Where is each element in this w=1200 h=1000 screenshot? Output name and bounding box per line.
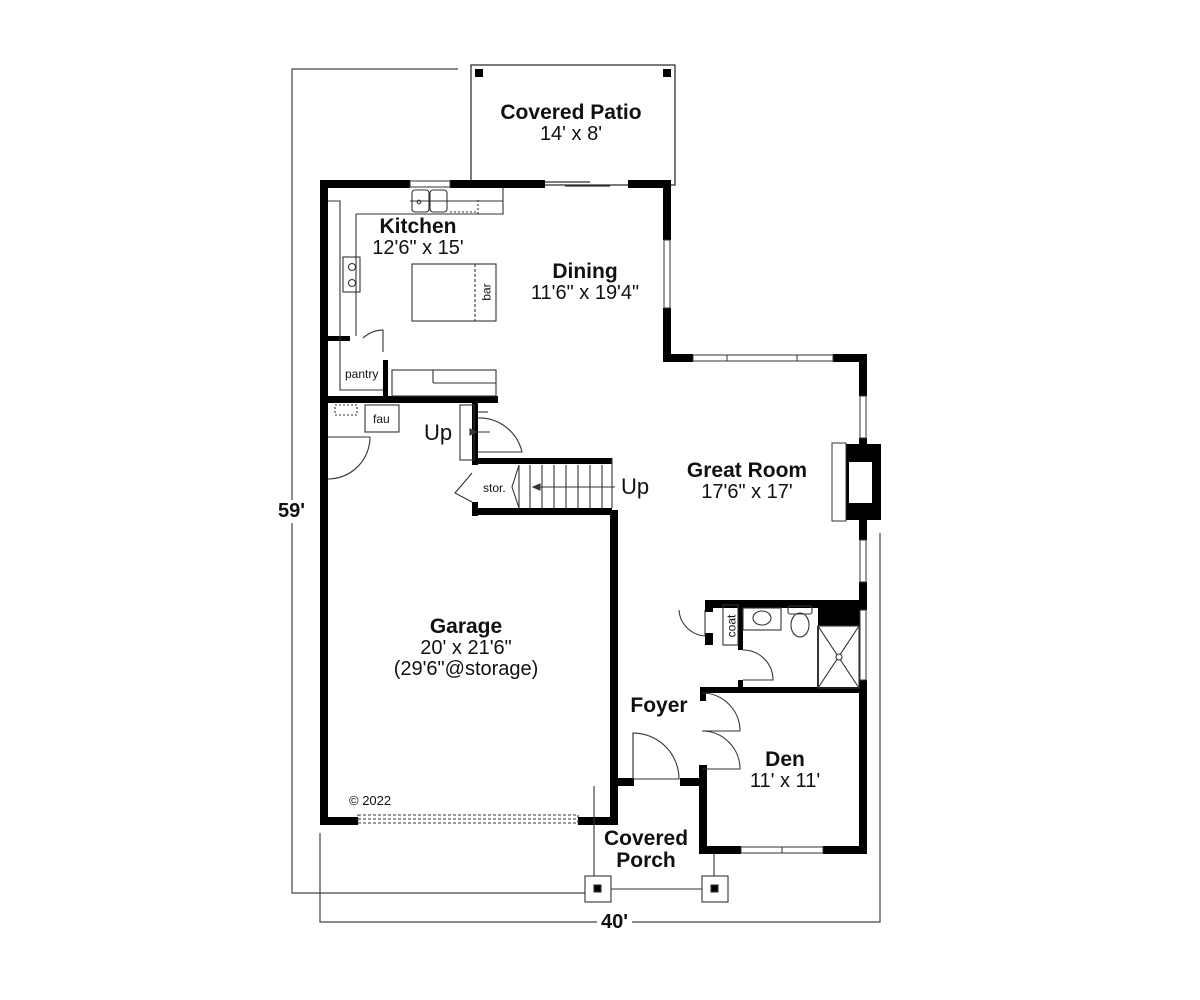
interior-walls bbox=[320, 336, 867, 701]
kitchen-counters bbox=[328, 188, 504, 397]
storage-label: stor. bbox=[483, 481, 506, 495]
foyer-label: Foyer bbox=[630, 694, 688, 717]
staircase bbox=[454, 404, 615, 509]
fau-label: fau bbox=[373, 412, 390, 426]
covered-porch-label: Covered Porch bbox=[603, 827, 689, 873]
room-dims: 14' x 8' bbox=[539, 123, 603, 146]
stair-up-label-1: Up bbox=[424, 420, 453, 445]
windows bbox=[409, 180, 867, 854]
room-note: (29'6"@storage) bbox=[393, 658, 539, 681]
room-name: Covered Patio bbox=[500, 101, 642, 124]
covered-patio-outline bbox=[470, 64, 676, 186]
room-name: Foyer bbox=[630, 694, 688, 717]
den-label: Den 11' x 11' bbox=[749, 748, 821, 793]
fireplace bbox=[831, 442, 872, 522]
room-dims: 20' x 21'6" bbox=[420, 637, 512, 660]
overall-depth-dimension: 59' bbox=[274, 500, 310, 523]
room-name: Covered bbox=[603, 827, 689, 850]
room-name: Garage bbox=[429, 615, 503, 638]
room-name: Kitchen bbox=[379, 215, 457, 238]
room-dims: 11'6" x 19'4" bbox=[530, 282, 640, 305]
room-dims: 12'6" x 15' bbox=[372, 237, 464, 260]
room-name: Den bbox=[765, 748, 805, 771]
garage-label: Garage 20' x 21'6" (29'6"@storage) bbox=[393, 615, 539, 681]
covered-patio-label: Covered Patio 14' x 8' bbox=[500, 101, 642, 146]
room-name: Dining bbox=[552, 260, 618, 283]
room-name: Great Room bbox=[686, 459, 808, 482]
great-room-label: Great Room 17'6" x 17' bbox=[686, 459, 808, 504]
pantry-label: pantry bbox=[345, 367, 379, 381]
room-name: Porch bbox=[616, 849, 676, 873]
coat-closet-label: coat bbox=[724, 614, 739, 638]
copyright-text: © 2022 bbox=[349, 793, 392, 808]
garage-details bbox=[327, 404, 579, 824]
stair-up-label-2: Up bbox=[621, 474, 650, 499]
bar-label: bar bbox=[479, 283, 494, 301]
overall-width-dimension: 40' bbox=[597, 911, 633, 934]
room-dims: 11' x 11' bbox=[749, 770, 821, 793]
kitchen-label: Kitchen 12'6" x 15' bbox=[372, 215, 464, 260]
dining-label: Dining 11'6" x 19'4" bbox=[530, 260, 640, 305]
room-dims: 17'6" x 17' bbox=[701, 481, 793, 504]
sliding-door bbox=[545, 181, 610, 187]
interior-doors bbox=[584, 604, 860, 903]
